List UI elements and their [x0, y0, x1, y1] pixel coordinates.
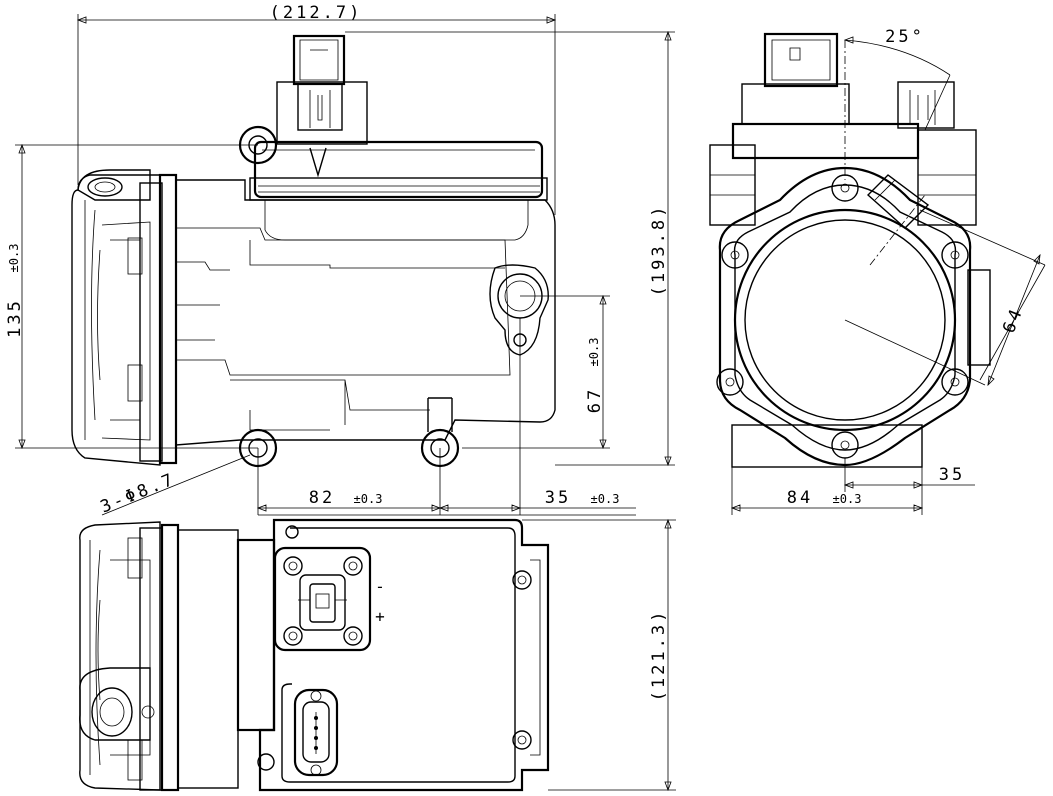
dim-port-diameter: 64 [999, 304, 1027, 336]
top-view-dimensions: (121.3) [522, 518, 676, 792]
dim-mount-span-vertical-tol: ±0.3 [7, 244, 21, 273]
connector-minus-label: - [375, 577, 385, 596]
dim-side-width-tol: ±0.3 [833, 492, 862, 506]
dim-port-offset: 35 [545, 488, 571, 508]
dim-side-offset: 35 [939, 465, 965, 485]
dim-port-offset-tol: ±0.3 [591, 492, 620, 506]
dim-overall-height: (193.8) [649, 204, 669, 297]
dim-mount-span-vertical: 135 [5, 298, 25, 338]
dim-mount-spacing-tol: ±0.3 [354, 492, 383, 506]
dim-hole-spec: 3-Φ8.7 [98, 469, 179, 517]
front-view-dimensions: (212.7) (193.8) 135 ±0.3 67 ±0.3 82 ±0.3… [5, 3, 675, 518]
side-view-dimensions: 25° 64 84 ±0.3 35 [730, 27, 1046, 515]
connector-plus-label: + [375, 607, 385, 626]
dim-port-height-tol: ±0.3 [587, 338, 601, 367]
dim-mount-spacing: 82 [309, 488, 335, 508]
side-view [709, 32, 991, 468]
front-view [71, 34, 556, 468]
dim-side-width: 84 [787, 488, 813, 508]
dim-connector-angle-label: 25° [885, 27, 925, 47]
dim-port-height: 67 [585, 387, 605, 413]
dim-overall-width: (121.3) [649, 609, 669, 702]
dim-overall-length: (212.7) [270, 3, 363, 23]
top-view: - + [79, 518, 550, 792]
